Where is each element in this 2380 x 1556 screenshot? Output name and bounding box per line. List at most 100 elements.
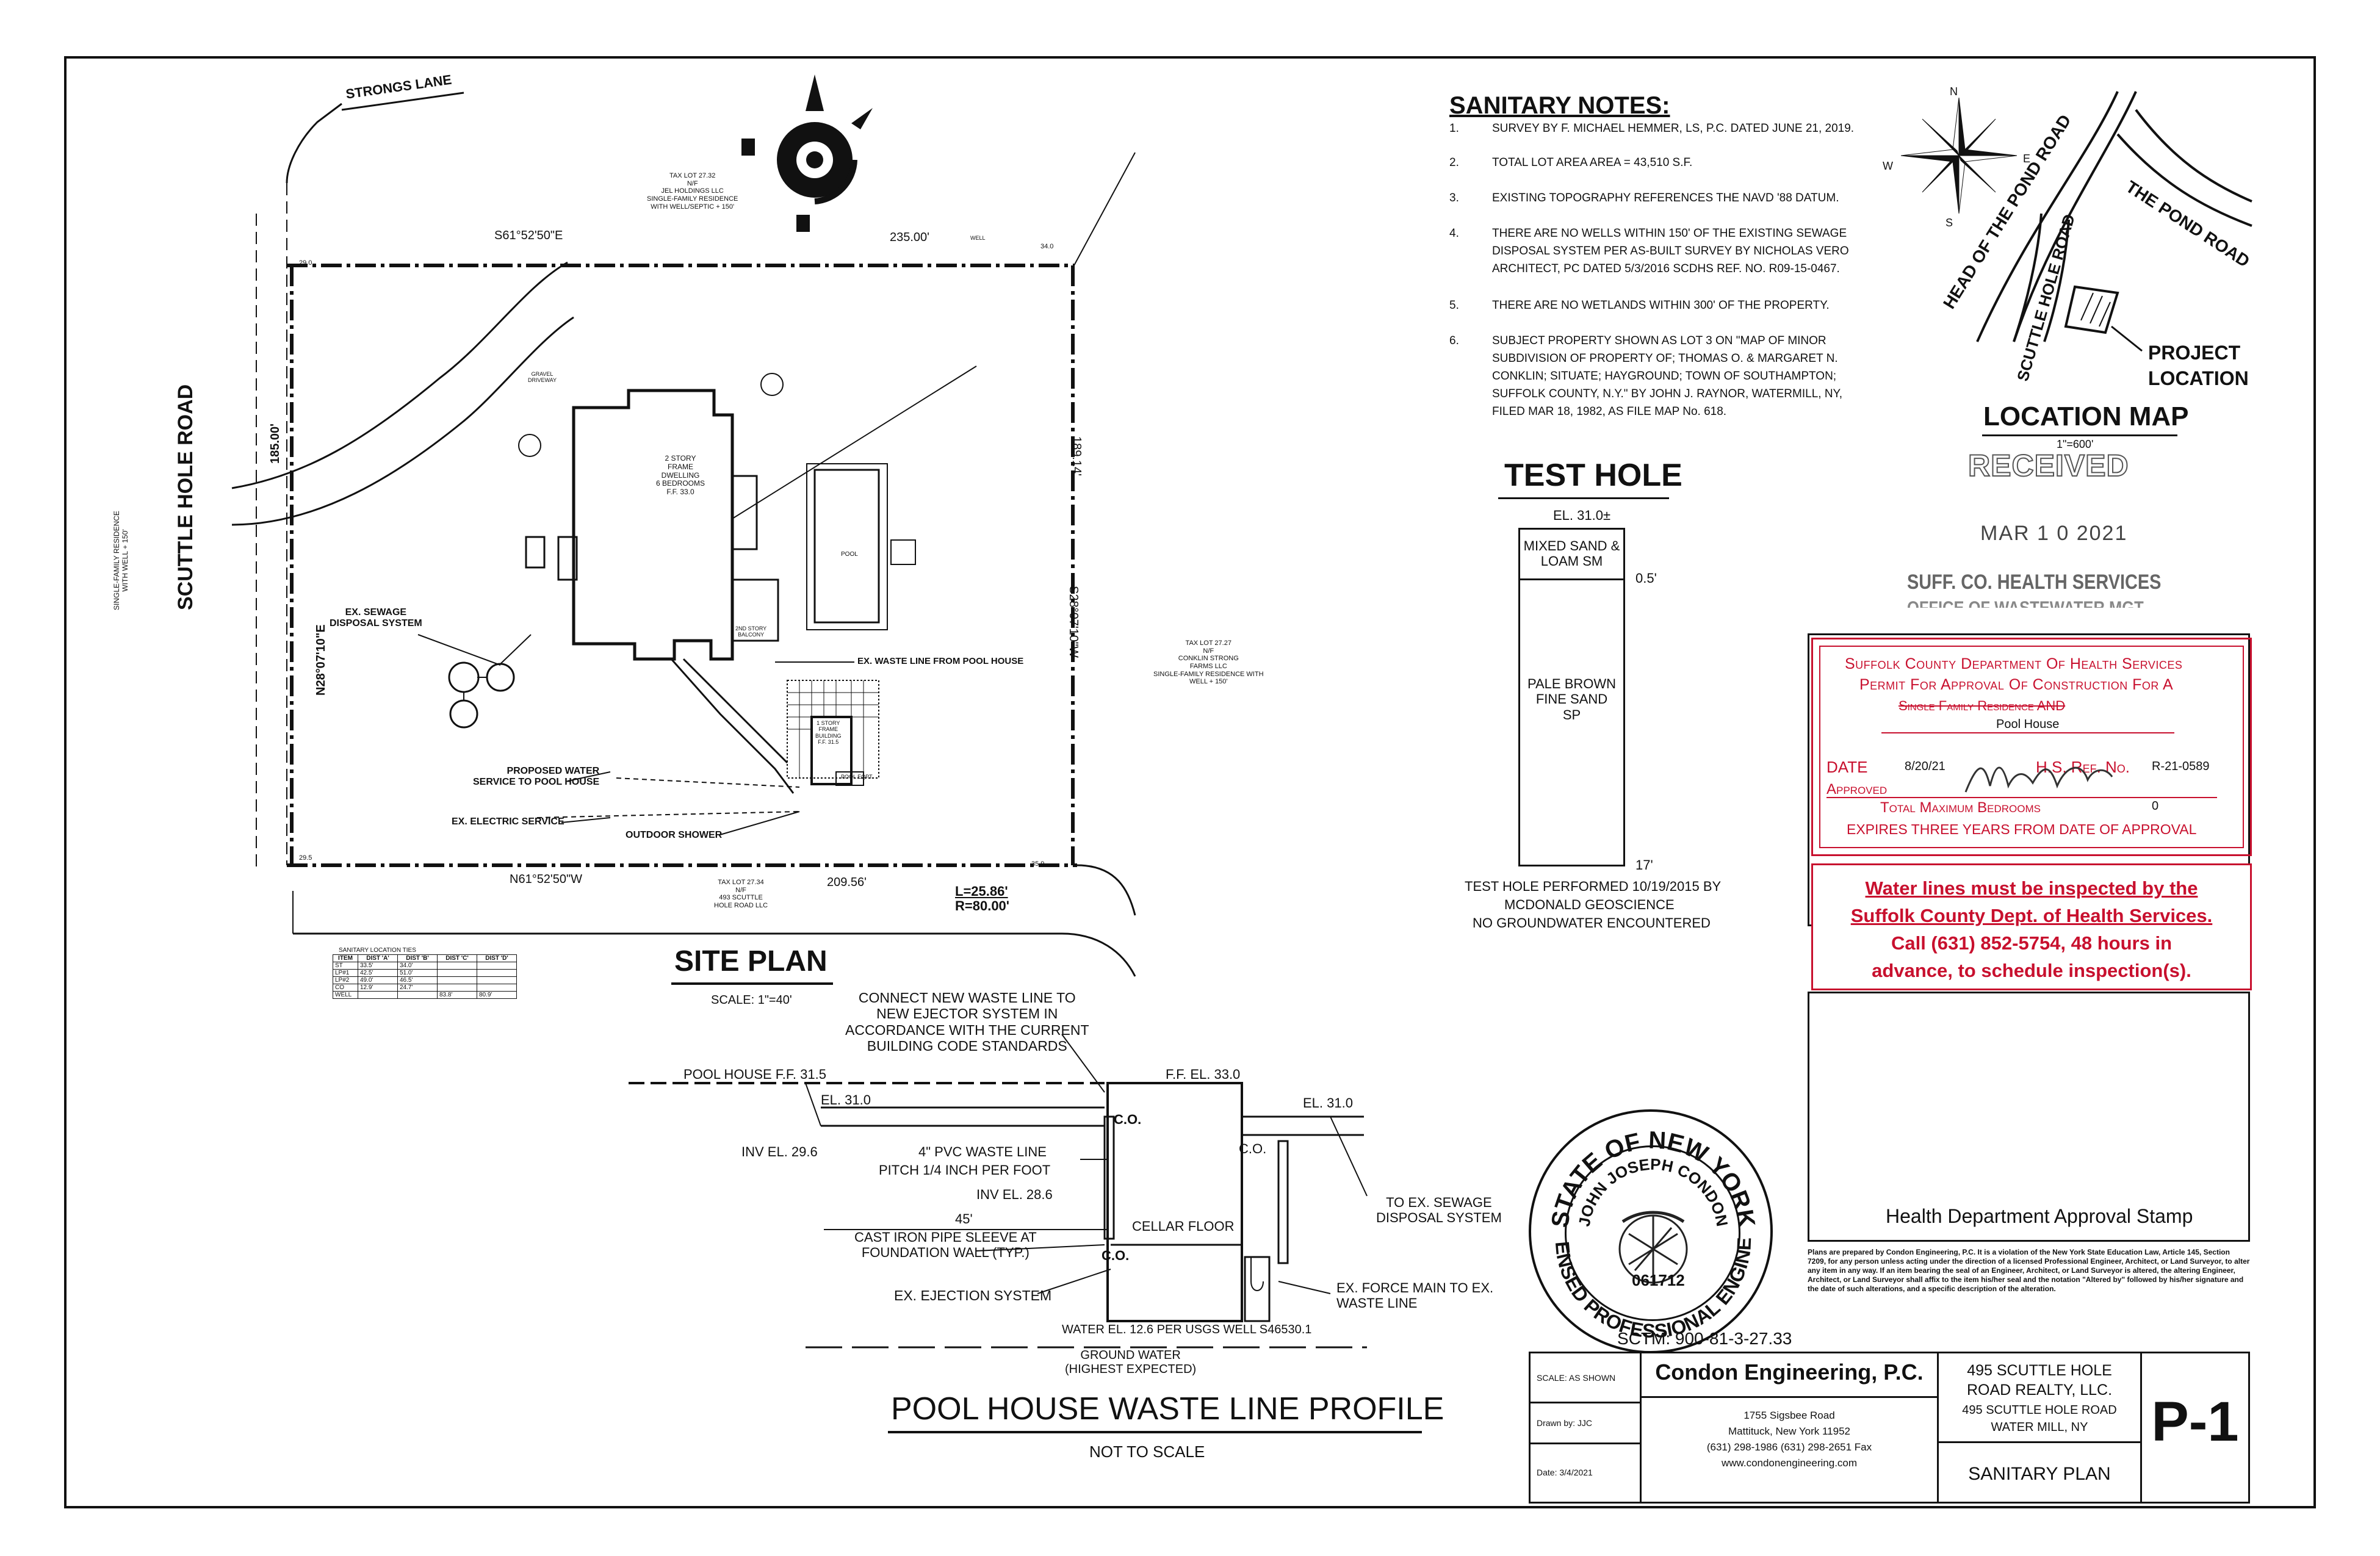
ex-waste-line-label: EX. WASTE LINE FROM POOL HOUSE [857,656,1024,666]
corner-elevation-nw: 29.0 [299,259,312,267]
cleanout-1-label: C.O. [1114,1112,1142,1127]
table-cell [358,991,398,999]
pitch-label: PITCH 1/4 INCH PER FOOT [879,1162,1051,1178]
notice-line-3: Call (631) 852-5754, 48 hours in [1891,932,2173,954]
site-plan-title-underline [671,982,833,985]
test-hole-note-1: TEST HOLE PERFORMED 10/19/2015 BY [1465,879,1722,894]
length-45-label: 45' [955,1211,973,1226]
tb-drawn-by: Drawn by: JJC [1537,1418,1593,1428]
permit-approved-label: Approved [1826,781,1888,798]
to-ex-sewage-label: TO EX. SEWAGE DISPOSAL SYSTEM [1376,1195,1502,1226]
permit-bedrooms-value: 0 [2152,799,2159,813]
tb-date-cell: Date: 3/4/2021 [1529,1443,1642,1504]
table-header: ITEM [333,954,358,962]
permit-use: Pool House [1996,718,2060,731]
table-cell: CO [333,984,358,992]
table-cell: 33.5' [358,962,398,970]
cleanout-2-label: C.O. [1239,1141,1267,1156]
tb-address-2: Mattituck, New York 11952 [1728,1425,1850,1437]
table-cell: 24.7' [397,984,438,992]
drawing-sheet-border [64,56,2316,1508]
received-stamp-word: RECEIVED [1967,448,2129,483]
permit-approved-line [1826,797,2217,798]
state-emblem-icon: STATE OF NEW YORK LICENSED PROFESSIONAL … [1531,1112,1760,1342]
table-header: DIST 'A' [358,954,398,962]
permit-box: Suffolk County Department Of Health Serv… [1811,638,2252,856]
table-header: DIST 'B' [397,954,438,962]
location-compass-icon [1900,97,2018,214]
table-cell [437,984,477,992]
location-label: LOCATION [2148,367,2249,389]
tb-drawn-cell: Drawn by: JJC [1529,1402,1642,1444]
compass-s-label: S [1945,217,1953,229]
right-bearing: S28°07'10"W [1067,586,1080,658]
table-cell: 42.5' [358,969,398,977]
tb-scale: SCALE: AS SHOWN [1537,1373,1616,1383]
tax-lot-top: TAX LOT 27.32 N/F JEL HOLDINGS LLC SINGL… [647,172,738,211]
well-label: WELL [970,235,986,241]
compass-w-label: W [1883,160,1893,172]
permit-use-line [1881,732,2174,733]
pool-house-label: 1 STORY FRAME BUILDING F.F. 31.5 [815,720,842,746]
permit-ref-value: R-21-0589 [2152,760,2210,773]
note-text: THERE ARE NO WELLS WITHIN 150' OF THE EX… [1492,227,1849,275]
permit-date-value: 8/20/21 [1905,760,1945,773]
note-text: THERE ARE NO WETLANDS WITHIN 300' OF THE… [1492,299,1830,312]
test-hole-layer-1: MIXED SAND & LOAM SM [1523,538,1620,569]
permit-line-1: Suffolk County Department Of Health Serv… [1845,655,2183,672]
permit-bedrooms-label: Total Maximum Bedrooms [1880,799,2041,816]
right-distance: 189.14' [1070,436,1083,476]
table-cell [397,991,438,999]
water-inspection-notice: Water lines must be inspected by the Suf… [1811,863,2252,990]
pvc-waste-line-label: 4" PVC WASTE LINE [918,1144,1047,1159]
permit-inner-border [1819,646,2244,848]
tb-phone: (631) 298-1986 (631) 298-2651 Fax [1706,1441,1872,1453]
note-number: 6. [1449,334,1459,347]
curve-radius: R=80.00' [955,898,1010,913]
tb-owner-2: ROAD REALTY, LLC. [1966,1381,2113,1399]
notice-line-1: Water lines must be inspected by the [1865,877,2198,899]
cleanout-3-label: C.O. [1102,1248,1130,1263]
test-hole-note-3: NO GROUNDWATER ENCOUNTERED [1473,915,1711,931]
pe-seal-inner-ring [1565,1145,1740,1321]
inv-28-6-label: INV EL. 28.6 [976,1187,1053,1202]
project-label: PROJECT [2148,342,2241,364]
seal-number: 061712 [1632,1271,1685,1289]
location-map-title: LOCATION MAP [1983,402,2189,431]
note-number: 5. [1449,299,1459,312]
permit-line-2: Permit For Approval Of Construction For … [1859,676,2174,693]
table-header: DIST 'D' [477,954,517,962]
gravel-driveway-label: GRAVEL DRIVEWAY [528,371,557,384]
test-hole-depth-2: 17' [1635,857,1653,873]
cellar-floor-label: CELLAR FLOOR [1132,1219,1235,1234]
compass-e-label: E [2023,153,2031,165]
tb-scale-cell: SCALE: AS SHOWN [1529,1352,1642,1403]
groundwater-label: GROUND WATER (HIGHEST EXPECTED) [1065,1349,1197,1376]
table-cell [437,962,477,970]
ex-sewage-label: EX. SEWAGE DISPOSAL SYSTEM [330,607,422,629]
note-number: 4. [1449,227,1459,240]
left-distance: 185.00' [269,423,282,464]
note-text: SURVEY BY F. MICHAEL HEMMER, LS, P.C. DA… [1492,122,1855,135]
scuttle-hole-road-label: SCUTTLE HOLE ROAD [174,384,197,610]
table-cell: 80.9' [477,991,517,999]
compass-n-label: N [1950,85,1958,98]
note-text: SUBJECT PROPERTY SHOWN AS LOT 3 ON "MAP … [1492,334,1843,418]
ff-elevation-label: F.F. EL. 33.0 [1166,1067,1241,1082]
tb-sheet-title: SANITARY PLAN [1968,1464,2111,1484]
top-distance: 235.00' [890,231,929,244]
north-arrow-icon [741,74,873,232]
curve-length: L=25.86' [955,884,1008,899]
tb-sheet-no-cell: P-1 [2140,1352,2250,1504]
tb-sheet-title-cell: SANITARY PLAN [1937,1441,2142,1504]
tb-owner-4: WATER MILL, NY [1991,1421,2088,1434]
pool-equipment-label: POOL EQPT [841,774,873,780]
approval-stamp-box [1808,992,2250,1242]
permit-date-label: DATE [1826,758,1868,776]
pool-house-ff-label: POOL HOUSE F.F. 31.5 [683,1067,826,1082]
left-bearing: N28°07'10"E [314,624,328,696]
location-ties-title: SANITARY LOCATION TIES [339,947,416,954]
site-plan-title: SITE PLAN [674,945,828,978]
tax-lot-bottom: TAX LOT 27.34 N/F 493 SCUTTLE HOLE ROAD … [714,879,768,909]
